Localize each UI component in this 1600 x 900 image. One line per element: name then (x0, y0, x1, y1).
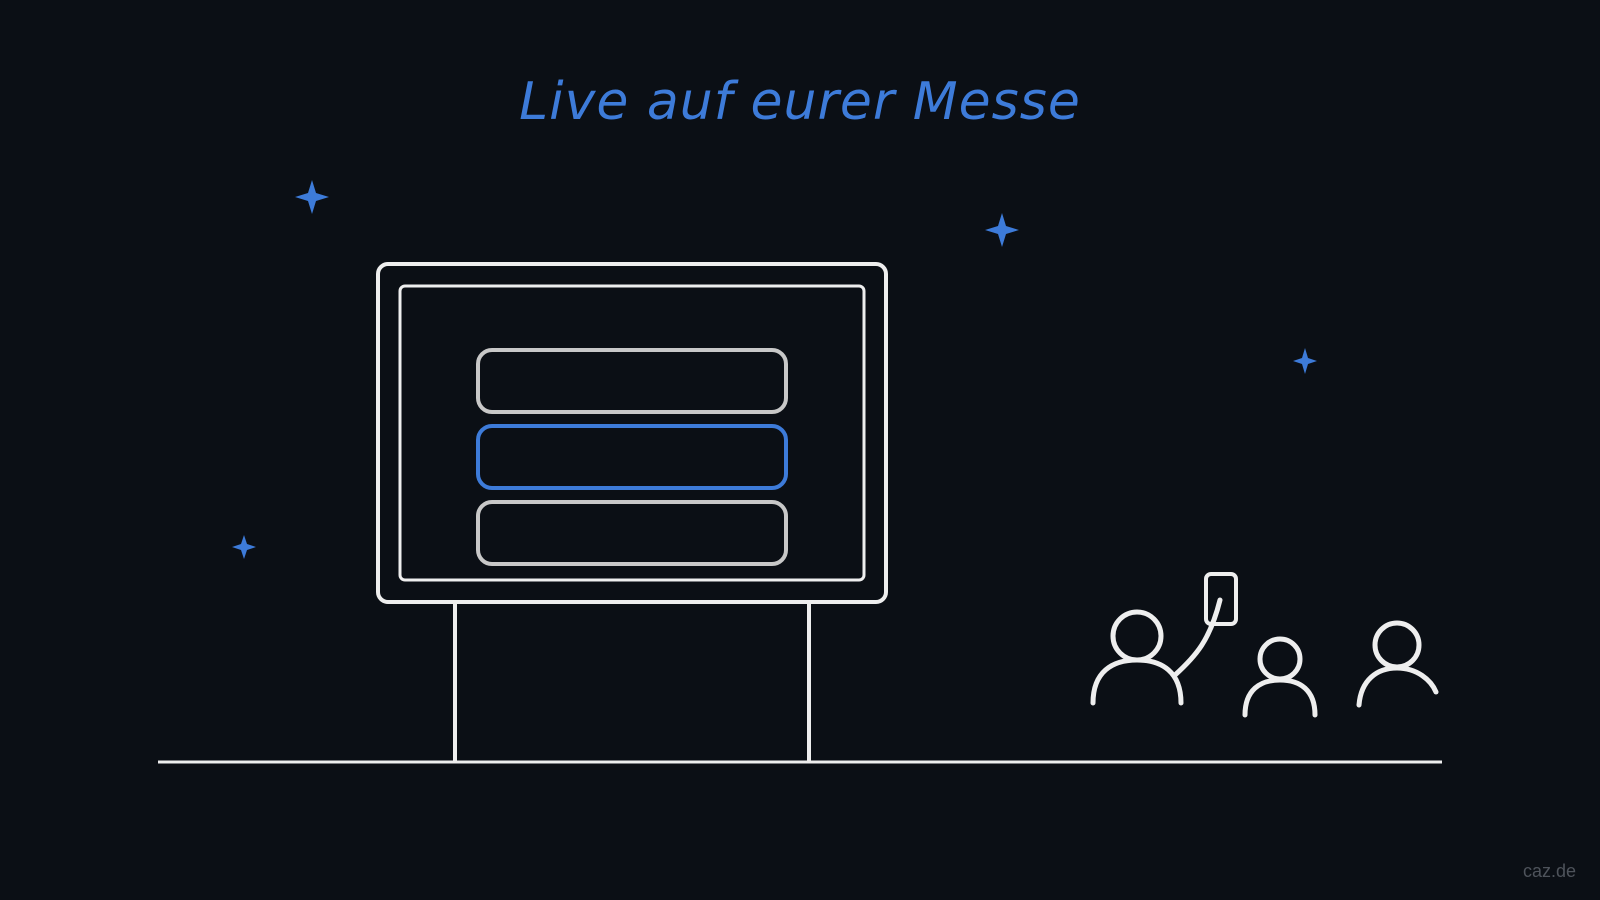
person-icon (1242, 636, 1318, 718)
display-stand (376, 262, 888, 762)
display-screen (398, 284, 866, 582)
phone-icon (1204, 572, 1238, 626)
raised-arm (1172, 597, 1223, 678)
watermark: caz.de (1522, 861, 1576, 881)
poll-option-2-selected (476, 424, 788, 490)
audience (1090, 572, 1439, 718)
sparkle-icon (232, 535, 256, 559)
headline: Live auf eurer Messe (519, 72, 1081, 132)
sparkle-icon (1293, 348, 1317, 374)
person-icon (1356, 620, 1439, 708)
sparkle-icon (295, 180, 329, 214)
display-outer-frame (376, 262, 888, 604)
person-icon (1090, 597, 1223, 706)
poll-option-1 (476, 348, 788, 414)
sparkle-icon (985, 213, 1019, 247)
poll-option-3 (476, 500, 788, 566)
